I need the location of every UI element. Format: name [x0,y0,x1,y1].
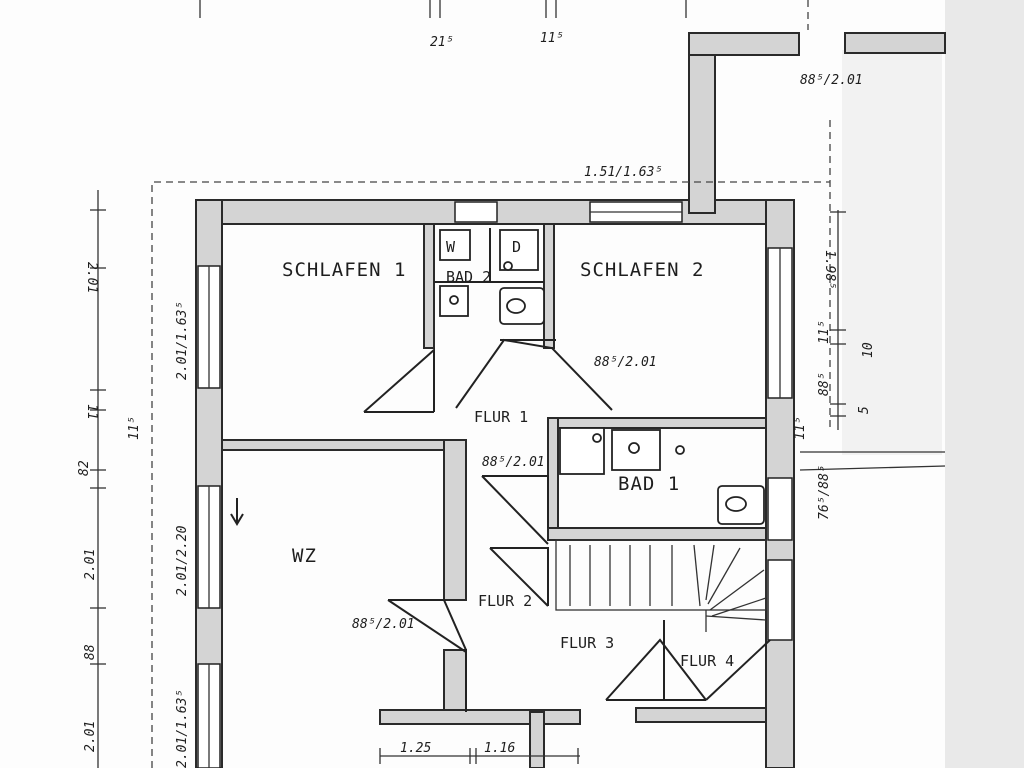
label-w: W [446,238,456,256]
dim-top-a: 21⁵ [430,35,453,50]
dim-window-left-mid: 2.01/2.20 [175,525,190,596]
dim-door-flur1: 88⁵/2.01 [482,455,545,470]
stair-tread-8 [705,544,715,601]
stair-tread-11 [711,597,767,617]
dim-right-88: 88⁵ [817,373,832,396]
dim-right-115: 11⁵ [817,321,832,344]
door-flur2-swing [489,547,549,607]
label-bad1: BAD 1 [618,473,680,495]
dim-bottom-a: 1.25 [400,741,431,756]
dim-door-bad1: 76⁵/88⁵ [817,465,832,520]
label-schlafen2: SCHLAFEN 2 [580,259,704,281]
dim-right-10: 10 [861,342,876,358]
door-wz-swing [387,599,467,653]
door-bad1-swing [481,475,549,545]
label-flur3: FLUR 3 [560,634,614,652]
dim-left-11: 11 [84,404,99,420]
dim-left-201-bot: 2.01 [83,721,98,752]
wall-schlafen2-bottom [551,417,767,429]
label-flur1: FLUR 1 [474,408,528,426]
label-flur4: FLUR 4 [680,652,734,670]
stair-tread-9 [707,547,741,605]
wall-schlafen2-left [543,223,555,349]
wall-annex-top-right [844,32,946,54]
bad1-toilet-bowl [725,496,747,512]
bad2-toilet-bowl [506,298,526,314]
wall-schlafen1-right [423,223,435,349]
page-margin-right [945,0,1024,768]
bad1-sink-mid-drain [628,442,640,454]
neighbor-area-shading [842,50,942,455]
neighbor-line-lower [799,465,946,471]
dashed-outline-main [151,181,830,768]
bad1-tap [675,445,685,455]
door-schlafen2 [455,338,613,411]
wall-bottom-divider [529,711,545,768]
dim-window-top: 1.51/1.63⁵ [584,165,662,180]
label-flur2: FLUR 2 [478,592,532,610]
stair-landing [705,615,767,621]
dim-top-b: 11⁵ [540,31,563,46]
wall-wz-right-upper [443,439,467,601]
wall-annex-left [688,32,716,214]
wall-bad1-left [547,417,559,529]
stair-tread-10 [709,569,765,611]
dim-left-88: 88 [83,644,98,660]
dryer-knob [503,261,513,271]
dim-left-115: 11⁵ [127,417,142,440]
dim-bottom-b: 1.16 [484,741,515,756]
door-schlafen1 [363,347,435,413]
wall-bad1-bottom [547,527,767,541]
door-flur4-right [705,639,771,701]
dim-door-schlafen2: 88⁵/2.01 [594,355,657,370]
door-flur4 [605,638,707,701]
arrow-head-icon [230,513,244,526]
dim-right-115b: 11⁵ [793,417,808,440]
dim-left-201-mid: 2.01 [83,549,98,580]
dim-left-82: 82 [77,460,92,476]
wall-bottom-right [635,707,767,723]
label-wz: WZ [292,545,317,567]
dim-window-left-low: 2.01/1.63⁵ [175,690,190,768]
door-flur2 [490,547,549,606]
staircase [555,539,767,611]
window-right-bad1 [767,477,793,541]
door-bad1-frame [482,475,549,528]
bad1-sink-left-drain [592,433,602,443]
window-top-bad2 [454,201,498,223]
dim-right-window: 1.98⁵ [822,250,837,289]
dim-right-5: 5 [857,406,872,414]
bad2-sink-drain [449,295,459,305]
dim-door-wz: 88⁵/2.01 [352,617,415,632]
dim-top-right-door: 88⁵/2.01 [800,73,863,88]
label-bad2: BAD 2 [446,268,491,286]
dim-window-left-upper: 2.01/1.63⁵ [175,302,190,380]
dim-left-201-top: 2.01 [84,262,99,293]
label-d: D [512,238,521,256]
washer-box [439,229,471,261]
wall-schlafen1-bottom [221,439,445,451]
wall-bottom-left [379,709,581,725]
stair-tread-7 [693,544,701,607]
wall-wz-right-lower [443,649,467,711]
wall-annex-top [688,32,800,56]
window-right-stair [767,559,793,641]
door-wz [388,599,467,712]
label-schlafen1: SCHLAFEN 1 [282,259,406,281]
